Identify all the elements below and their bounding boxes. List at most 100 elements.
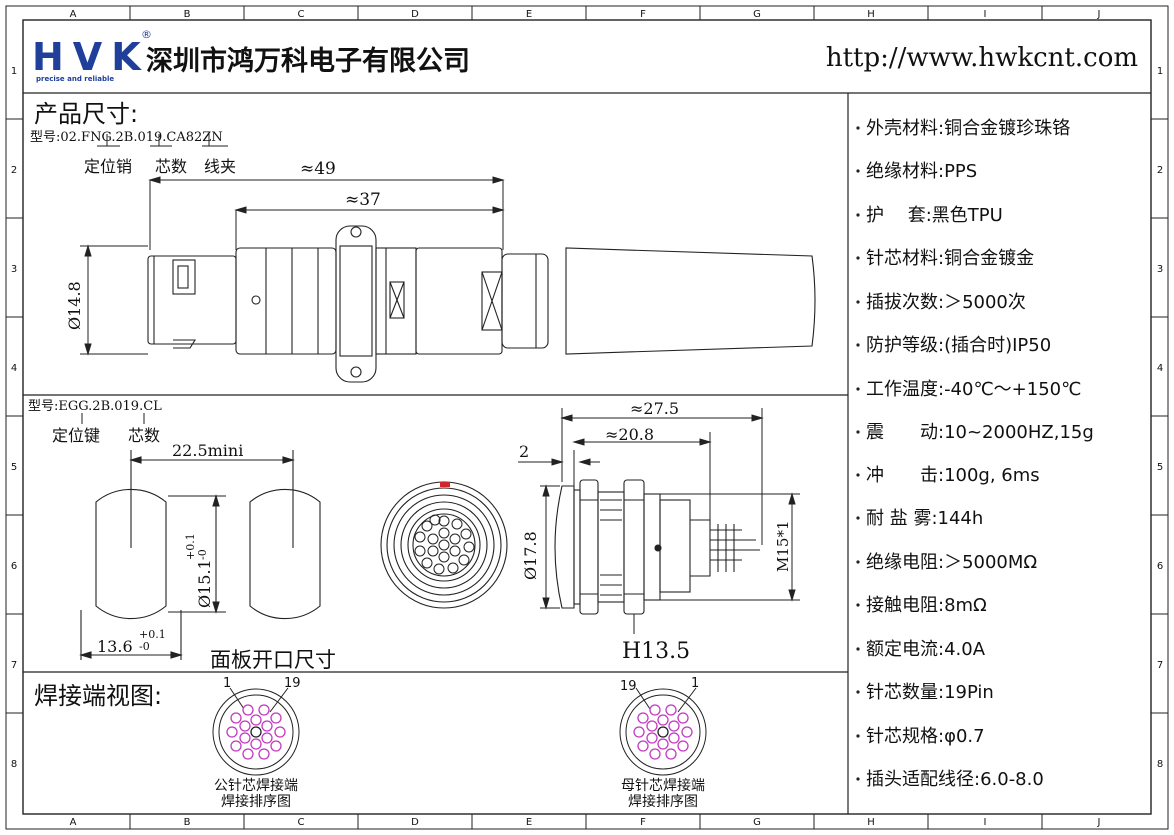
logo-tagline: precise and reliable	[36, 75, 114, 83]
grid-ticks	[6, 6, 1168, 829]
grid-row-label: 1	[11, 66, 17, 77]
section-dividers	[23, 92, 1151, 814]
panel-cutout-view	[79, 450, 321, 660]
spec-item: 震 动:10~2000HZ,15g	[866, 422, 1094, 443]
socket-dimension-lines	[518, 408, 800, 634]
cutout-dim-flat-tol-minus: -0	[139, 640, 150, 653]
company-url[interactable]: http://www.hwkcnt.com	[826, 43, 1138, 73]
spec-item: 工作温度:-40℃～+150℃	[866, 379, 1081, 400]
plug-label-clamp: 线夹	[204, 157, 236, 176]
plug-dim-dia: Ø14.8	[65, 281, 84, 330]
grid-row-label: 6	[1157, 561, 1163, 572]
plug-dim-total: ≈49	[300, 159, 336, 179]
spec-item: 防护等级:(插合时)IP50	[866, 335, 1051, 356]
female-pin-last: 1	[691, 676, 699, 691]
plug-model-leaders	[97, 134, 228, 147]
socket-dim-panel: 2	[519, 442, 529, 461]
grid-row-label: 4	[1157, 363, 1163, 374]
plug-model: 型号:02.FNG.2B.019.CA82ZN	[30, 130, 223, 145]
plug-dim-body: ≈37	[345, 190, 381, 210]
socket-label-cores: 芯数	[128, 426, 160, 445]
grid-col-label: G	[753, 817, 761, 828]
company-logo: HVK ® precise and reliable	[32, 28, 152, 83]
male-pin-first: 1	[223, 676, 231, 691]
grid-col-label: B	[184, 817, 191, 828]
socket-dim-nut: H13.5	[622, 639, 690, 664]
male-caption-1: 公针芯焊接端	[214, 777, 298, 794]
socket-dim-flange-dia: Ø17.8	[521, 531, 540, 580]
female-caption-1: 母针芯焊接端	[621, 777, 705, 794]
grid-col-label: I	[984, 9, 987, 20]
grid-col-label: C	[298, 817, 305, 828]
female-caption-2: 焊接排序图	[628, 793, 698, 810]
male-pin-last: 19	[284, 676, 301, 691]
male-caption-2: 焊接排序图	[221, 793, 291, 810]
grid-col-label: I	[984, 817, 987, 828]
plug-dimension-lines	[80, 176, 505, 356]
cutout-dim-dia-group: Ø15.1 +0.1 -0	[184, 533, 214, 608]
spec-item: 针芯数量:19Pin	[866, 682, 994, 703]
cutout-dim-dia: Ø15.1	[195, 559, 214, 608]
socket-front-view	[380, 481, 508, 609]
grid-col-label: C	[298, 9, 305, 20]
socket-dim-thread: M15*1	[774, 521, 792, 573]
grid-col-label: E	[526, 9, 532, 20]
plug-side-view	[147, 225, 816, 383]
spec-item: 针芯规格:φ0.7	[866, 726, 985, 747]
grid-row-label: 2	[1157, 165, 1163, 176]
spec-bullets	[856, 126, 860, 781]
spec-list: 外壳材料:铜合金镀珍珠铬 绝缘材料:PPS 护 套:黑色TPU 针芯材料:铜合金…	[866, 118, 1094, 790]
grid-row-label: 5	[1157, 462, 1163, 473]
grid-col-label: G	[753, 9, 761, 20]
socket-key-marker	[440, 482, 450, 487]
grid-col-label: F	[640, 817, 646, 828]
grid-row-label: 6	[11, 561, 17, 572]
outer-frame	[5, 5, 1169, 830]
cutout-dim-dia-tol-plus: +0.1	[184, 533, 197, 560]
socket-model-leaders	[81, 413, 145, 424]
spec-item: 护 套:黑色TPU	[866, 205, 1003, 226]
spec-item: 绝缘电阻:＞5000MΩ	[866, 552, 1037, 573]
female-solder-pins	[633, 704, 693, 760]
grid-col-label: J	[1097, 9, 1101, 20]
spec-item: 绝缘材料:PPS	[866, 161, 977, 182]
section-title-dimensions: 产品尺寸:	[34, 100, 138, 128]
spec-item: 插拔次数:＞5000次	[866, 292, 1026, 313]
grid-col-label: D	[411, 9, 419, 20]
grid-row-label: 8	[11, 759, 17, 770]
cutout-dim-flat-tol-plus: +0.1	[139, 628, 166, 641]
spec-item: 针芯材料:铜合金镀金	[866, 248, 1034, 269]
female-solder-view	[619, 687, 707, 776]
logo-text: HVK	[32, 35, 150, 79]
grid-col-label: J	[1097, 817, 1101, 828]
grid-row-label: 3	[1157, 264, 1163, 275]
grid-col-label: D	[411, 817, 419, 828]
inner-frame	[22, 19, 1152, 815]
grid-row-label: 5	[11, 462, 17, 473]
cutout-dim-spacing: 22.5mini	[172, 441, 243, 460]
grid-col-label: B	[184, 9, 191, 20]
grid-row-label: 1	[1157, 66, 1163, 77]
spec-item: 接触电阻:8mΩ	[866, 595, 987, 616]
grid-col-label: E	[526, 817, 532, 828]
cutout-title: 面板开口尺寸	[210, 648, 336, 672]
spec-item: 插头适配线径:6.0-8.0	[866, 769, 1044, 790]
spec-item: 额定电流:4.0A	[866, 639, 986, 660]
grid-row-label: 2	[11, 165, 17, 176]
spec-item: 冲 击:100g, 6ms	[866, 465, 1040, 486]
male-solder-pins	[226, 704, 286, 760]
company-name: 深圳市鸿万科电子有限公司	[146, 45, 470, 77]
grid-col-label: F	[640, 9, 646, 20]
spec-item: 耐 盐 雾:144h	[866, 508, 983, 529]
grid-row-label: 3	[11, 264, 17, 275]
grid-row-label: 8	[1157, 759, 1163, 770]
socket-model: 型号:EGG.2B.019.CL	[28, 399, 162, 414]
cutout-dim-flat: 13.6	[97, 637, 133, 656]
grid-row-label: 7	[11, 660, 17, 671]
female-pin-first: 19	[620, 679, 637, 694]
grid-col-label: A	[70, 817, 77, 828]
spec-item: 外壳材料:铜合金镀珍珠铬	[866, 118, 1070, 139]
socket-dim-body: ≈20.8	[605, 425, 654, 444]
grid-col-label: H	[867, 817, 875, 828]
